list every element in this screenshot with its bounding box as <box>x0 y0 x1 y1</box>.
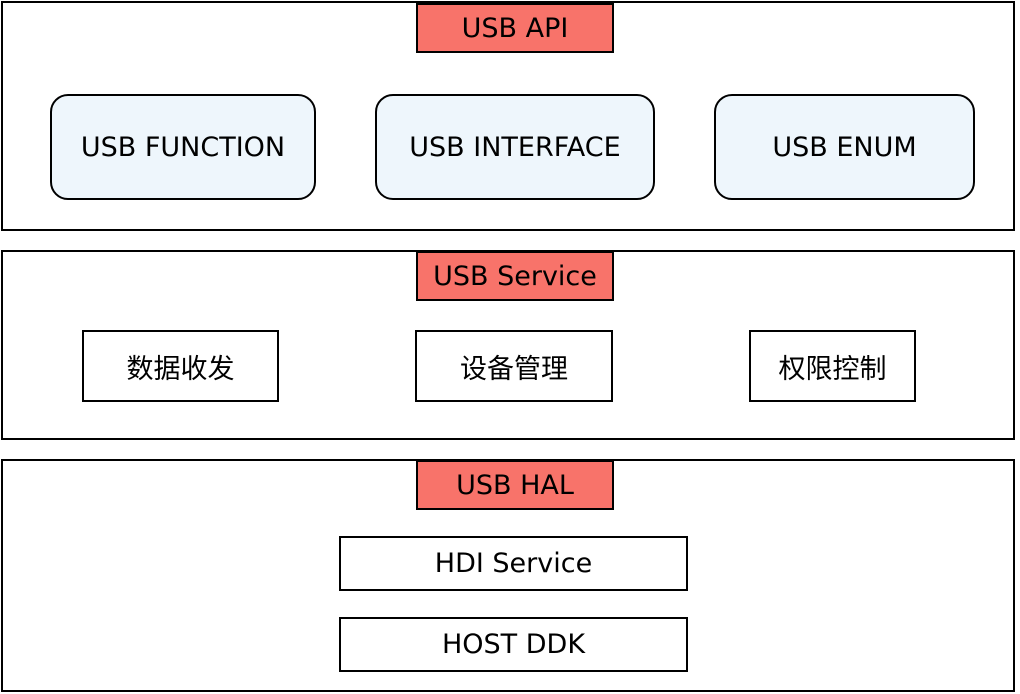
host-ddk-module: HOST DDK <box>339 617 688 672</box>
usb-interface-module: USB INTERFACE <box>375 94 655 200</box>
hdi-service-module: HDI Service <box>339 536 688 591</box>
usb-api-title: USB API <box>416 3 614 53</box>
usb-hal-title: USB HAL <box>416 460 614 510</box>
usb-function-module: USB FUNCTION <box>50 94 316 200</box>
usb-api-layer: USB API USB FUNCTION USB INTERFACE USB E… <box>1 1 1015 231</box>
device-management-module: 设备管理 <box>415 330 613 402</box>
usb-hal-layer: USB HAL HDI Service HOST DDK <box>1 459 1015 692</box>
permission-control-module: 权限控制 <box>749 330 916 402</box>
usb-enum-module: USB ENUM <box>714 94 975 200</box>
usb-service-layer: USB Service 数据收发 设备管理 权限控制 <box>1 250 1015 440</box>
data-transfer-module: 数据收发 <box>82 330 279 402</box>
usb-service-title: USB Service <box>416 251 614 301</box>
